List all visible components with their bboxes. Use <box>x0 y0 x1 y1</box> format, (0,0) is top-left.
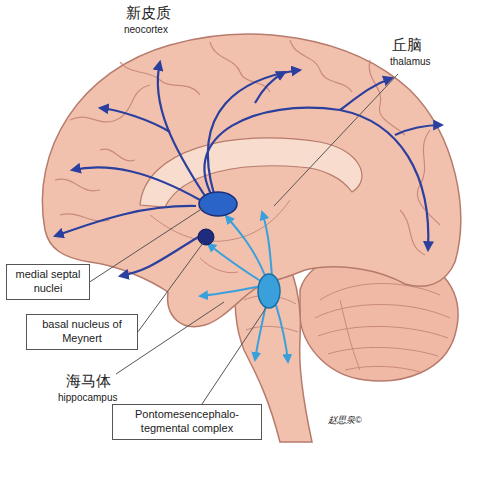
gyri <box>55 40 440 255</box>
leader-line <box>90 208 203 282</box>
leader-line <box>274 74 398 206</box>
label-english: thalamus <box>390 56 431 67</box>
label-english: neocortex <box>124 24 168 35</box>
label-english: hippocampus <box>58 392 117 403</box>
callout-box: basal nucleus of Meynert <box>26 314 138 350</box>
leader-line <box>202 308 266 404</box>
callout-text: Pontomesencephalo- tegmental complex <box>119 408 255 436</box>
watermark: 赵思泉© <box>328 414 362 427</box>
thalamic-nucleus <box>199 192 237 216</box>
label-chinese: 新皮质 <box>126 4 171 23</box>
callout-text: basal nucleus of Meynert <box>33 318 131 346</box>
pontine-nucleus <box>258 274 280 308</box>
septal-nucleus <box>198 229 214 245</box>
label-chinese: 丘脑 <box>392 36 422 55</box>
callout-box: Pontomesencephalo- tegmental complex <box>112 404 262 440</box>
leader-line <box>138 243 203 332</box>
callout-box: medial septal nuclei <box>6 264 90 300</box>
cerebrum <box>42 34 460 326</box>
label-chinese: 海马体 <box>66 372 111 391</box>
callout-text: medial septal nuclei <box>13 268 83 296</box>
